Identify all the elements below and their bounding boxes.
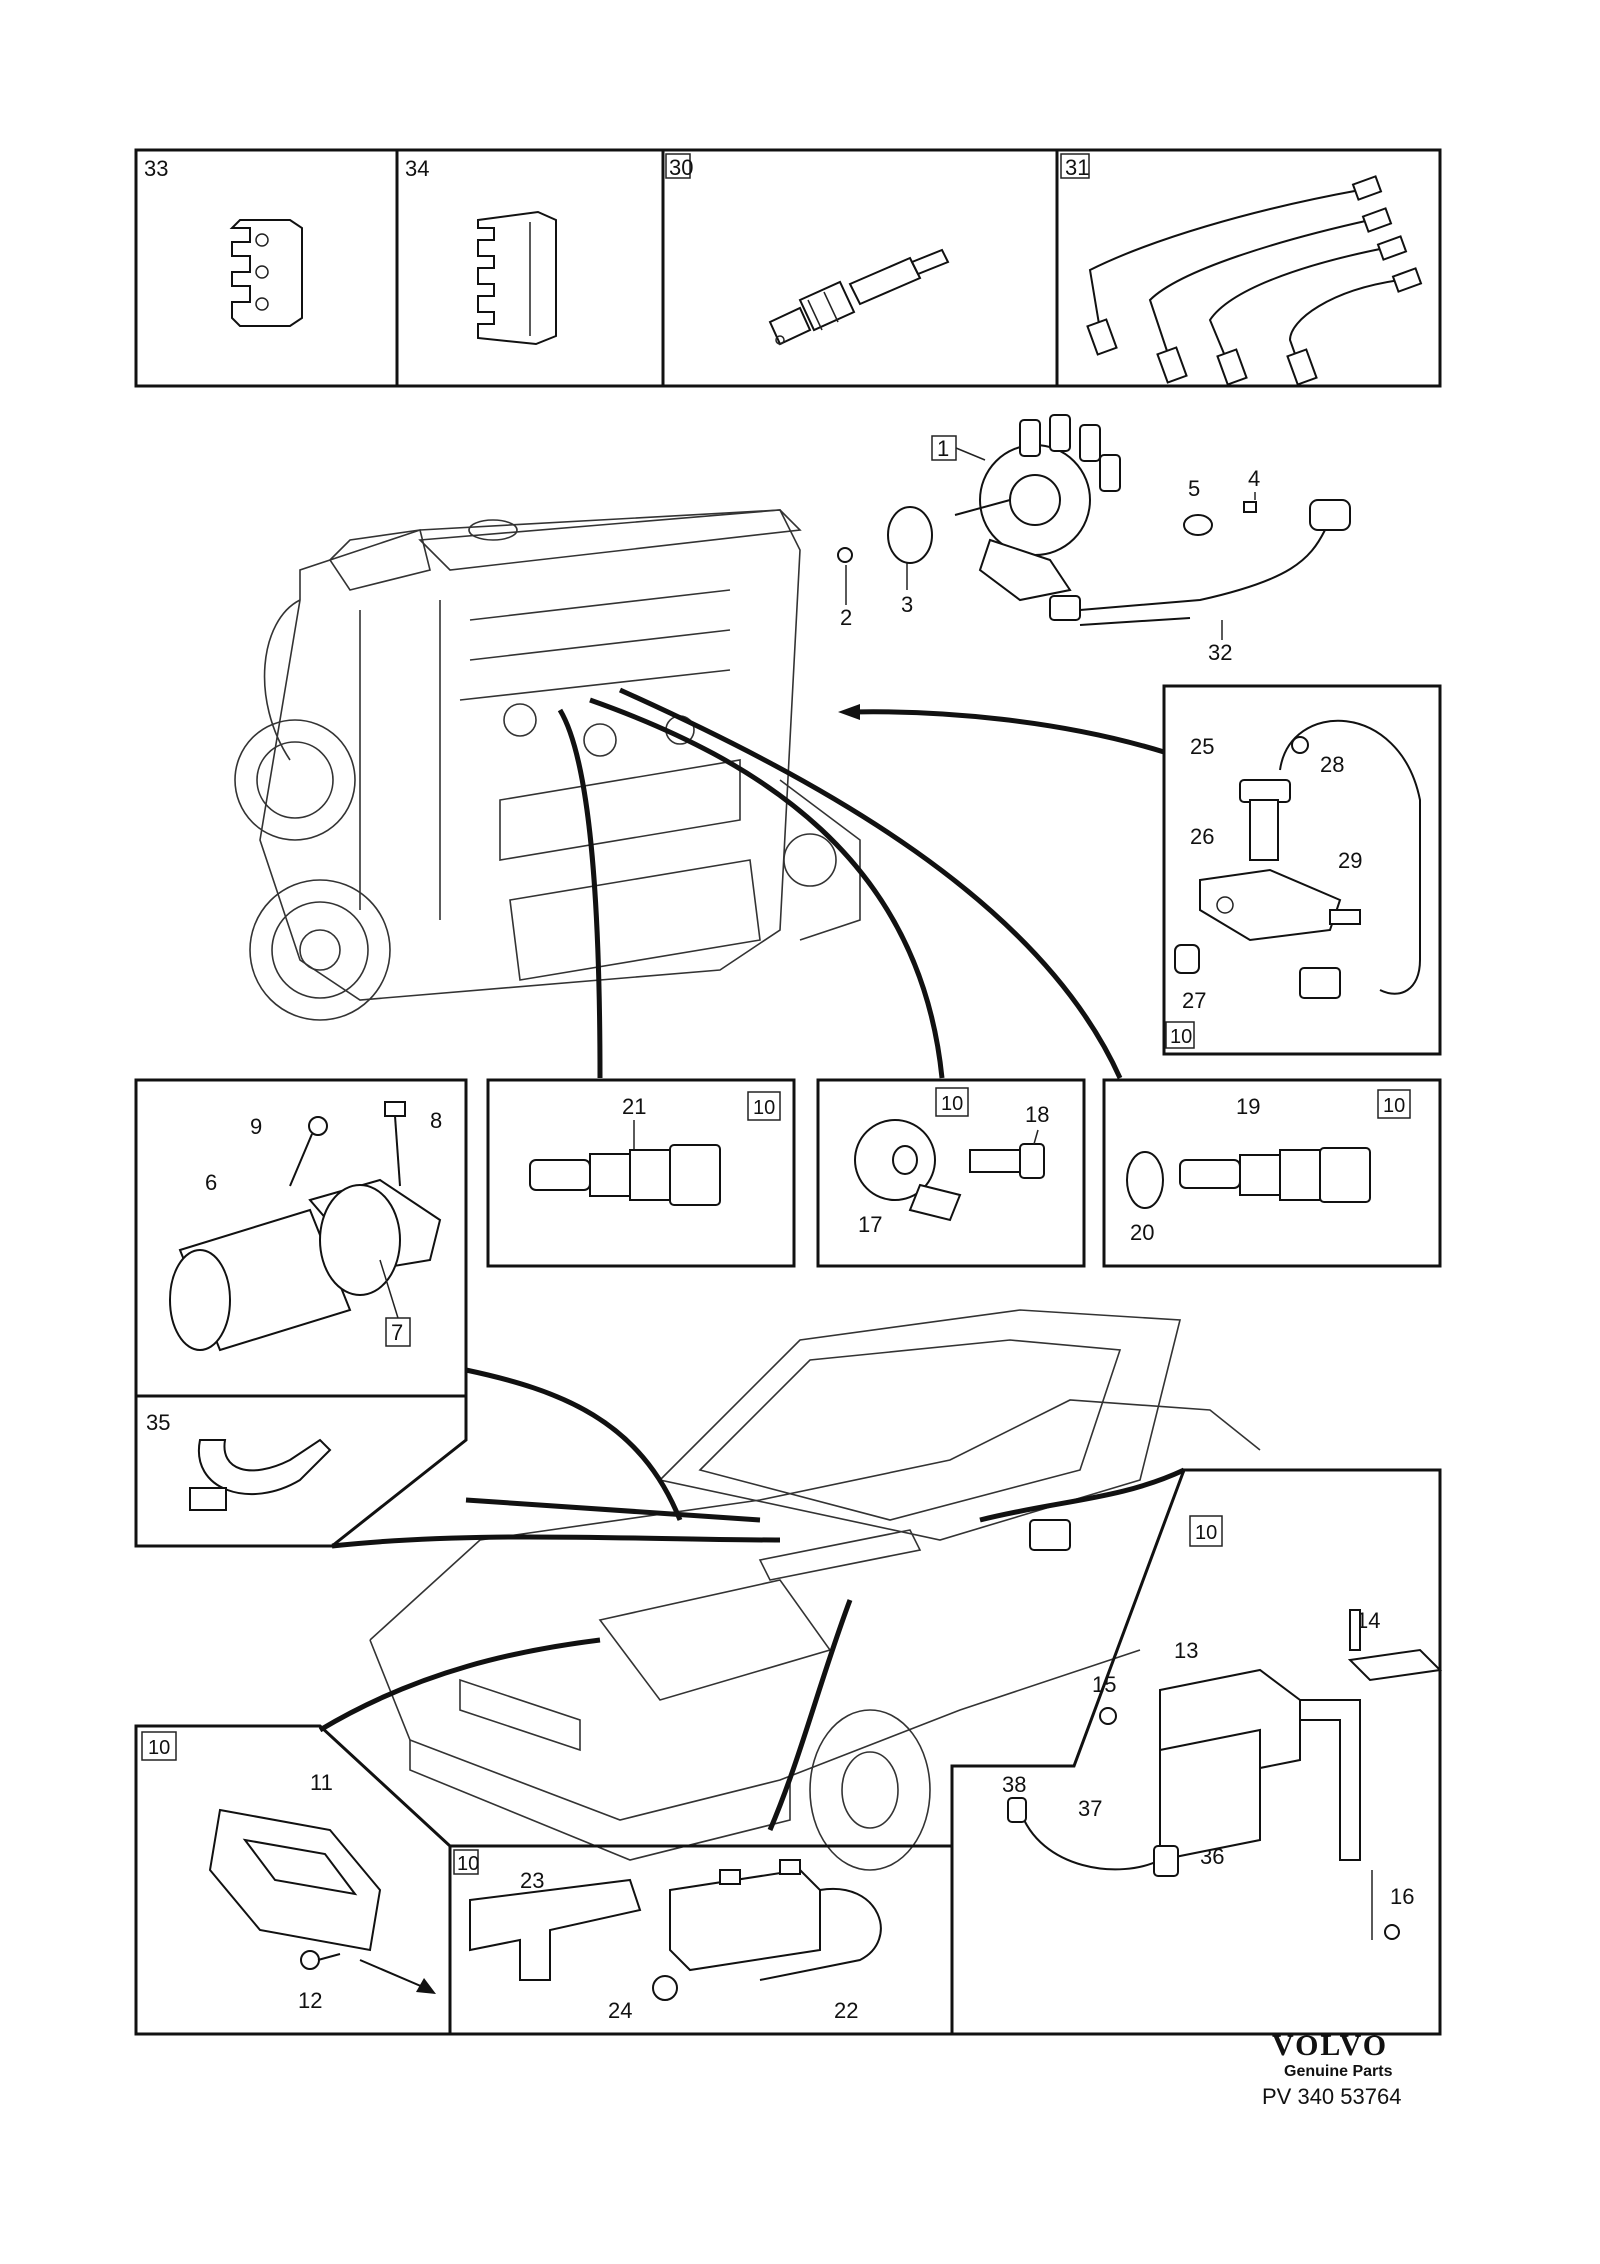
top-panels-frame <box>134 148 1442 388</box>
panel-33: 33 <box>144 156 303 327</box>
wire-separator-drawing <box>477 210 557 346</box>
amplifier-drawing <box>669 1859 882 1981</box>
tag-box-31 <box>1060 153 1090 179</box>
label-3: 3 <box>901 592 913 617</box>
label-37: 37 <box>1078 1796 1102 1821</box>
bracket-panel: 10 23 24 22 <box>448 1844 954 2036</box>
tag-box-ecu <box>1189 1515 1223 1547</box>
label-13: 13 <box>1174 1638 1198 1663</box>
label-24: 24 <box>608 1998 632 2023</box>
ignition-module-panel: 10 11 12 <box>134 1724 452 2036</box>
tag-box-knock <box>935 1087 969 1117</box>
engine-leaders <box>557 687 1123 1080</box>
label-15: 15 <box>1092 1672 1116 1697</box>
label-38: 38 <box>1002 1772 1026 1797</box>
brand-footer: VOLVO Genuine Parts PV 340 53764 <box>1262 2030 1432 2112</box>
label-33: 33 <box>144 156 168 181</box>
label-29: 29 <box>1338 848 1362 873</box>
label-30: 30 <box>669 155 693 180</box>
bracket-drawing <box>469 1878 678 2001</box>
label-6: 6 <box>205 1170 217 1195</box>
label-5: 5 <box>1188 476 1200 501</box>
label-8: 8 <box>430 1108 442 1133</box>
label-19: 19 <box>1236 1094 1260 1119</box>
ignition-coil-drawing <box>169 1101 442 1352</box>
coil-panel: 9 8 6 7 <box>134 1078 468 1398</box>
tag-box-module <box>141 1731 177 1761</box>
document-number: PV 340 53764 <box>1262 2084 1402 2109</box>
engine-drawing <box>234 509 861 1021</box>
label-16: 16 <box>1390 1884 1414 1909</box>
coil-lead-drawing <box>1049 499 1351 626</box>
brand-logo: VOLVO <box>1272 2029 1389 2062</box>
label-1: 1 <box>937 436 949 461</box>
hose-clamp-drawing <box>189 1438 332 1511</box>
label-20: 20 <box>1130 1220 1154 1245</box>
tag-ecu: 10 <box>1195 1522 1217 1544</box>
tag-module: 10 <box>148 1737 170 1759</box>
label-9: 9 <box>250 1114 262 1139</box>
crank-sensor-drawing <box>1174 719 1421 999</box>
label-25: 25 <box>1190 734 1214 759</box>
label-22: 22 <box>834 1998 858 2023</box>
label-35: 35 <box>146 1410 170 1435</box>
knock-sensor-panel: 10 18 17 <box>816 1078 1086 1268</box>
temp-sender-panel: 21 10 <box>486 1078 796 1268</box>
distributor-group: 1 2 3 4 5 32 <box>837 414 1351 665</box>
crank-sensor-panel: 25 28 26 29 27 10 <box>1162 684 1442 1056</box>
ignition-leads-drawing <box>1086 175 1423 386</box>
spark-plug-drawing <box>768 248 950 346</box>
car-drawing <box>369 1309 1261 1871</box>
tag-sensor: 10 <box>1170 1026 1192 1048</box>
tag-temp: 10 <box>1383 1095 1405 1117</box>
panel-34: 34 <box>405 156 557 346</box>
label-32: 32 <box>1208 640 1232 665</box>
label-26: 26 <box>1190 824 1214 849</box>
terminal-holder-drawing <box>229 219 303 327</box>
sensor-pointer <box>838 704 1165 755</box>
tag-bracket: 10 <box>457 1853 479 1875</box>
control-unit-panel: 10 14 13 15 38 37 36 16 <box>950 1468 1443 2036</box>
label-7: 7 <box>391 1320 403 1345</box>
distributor-drawing <box>954 414 1121 602</box>
label-2: 2 <box>840 605 852 630</box>
tag-knock: 10 <box>941 1093 963 1115</box>
tag-box-sensor <box>1165 1021 1195 1049</box>
tag-box-bracket <box>453 1849 479 1875</box>
knock-sensor-drawing <box>854 1119 1045 1222</box>
label-11: 11 <box>310 1770 333 1795</box>
temp-sensor-panel: 19 10 20 <box>1102 1078 1442 1268</box>
label-28: 28 <box>1320 752 1344 777</box>
label-31: 31 <box>1065 155 1089 180</box>
label-12: 12 <box>298 1988 322 2013</box>
ignition-module-drawing <box>208 1808 436 1994</box>
label-27: 27 <box>1182 988 1206 1013</box>
tag-box-temp <box>1377 1089 1411 1119</box>
clamp-panel: 35 <box>134 1394 468 1548</box>
label-23: 23 <box>520 1868 544 1893</box>
control-unit-drawing <box>1007 1609 1443 1940</box>
tag-21: 10 <box>753 1097 775 1119</box>
tag-box-21 <box>747 1091 781 1121</box>
label-4: 4 <box>1248 466 1260 491</box>
car-leaders <box>318 1367 1186 1831</box>
brand-subtitle: Genuine Parts <box>1284 2063 1393 2080</box>
label-21: 21 <box>622 1094 646 1119</box>
label-17: 17 <box>858 1212 882 1237</box>
panel-31: 31 <box>1060 153 1423 386</box>
label-18: 18 <box>1025 1102 1049 1127</box>
coolant-sensor-drawing <box>1126 1147 1371 1209</box>
tag-box-30 <box>665 153 691 179</box>
label-34: 34 <box>405 156 429 181</box>
temperature-sender-drawing <box>529 1144 721 1206</box>
panel-30: 30 <box>665 153 950 346</box>
